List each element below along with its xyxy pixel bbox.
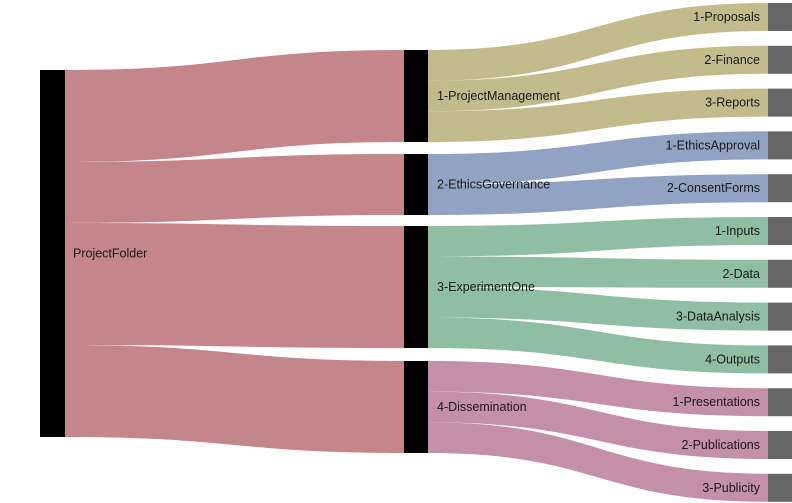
link-4-dissemination-3-publicity [428,422,768,502]
link-3-experimentone-1-inputs [428,217,768,257]
leaf-node-1-projectmanagement-2-finance [768,45,792,74]
leaf-label-1-projectmanagement-1-proposals: 1-Proposals [693,10,760,24]
link-2-ethicsgovernance-1-ethicsapproval [428,131,768,185]
link-3-experimentone-2-data [428,256,768,288]
leaf-node-3-experimentone-1-inputs [768,217,792,245]
leaf-node-4-dissemination-3-publicity [768,473,792,502]
node-label-2-ethicsgovernance: 2-EthicsGovernance [437,178,550,192]
leaf-node-3-experimentone-2-data [768,259,792,288]
leaf-label-3-experimentone-4-outputs: 4-Outputs [705,352,760,366]
node-2-ethicsgovernance [404,154,428,215]
leaf-label-3-experimentone-1-inputs: 1-Inputs [715,224,760,238]
leaf-node-3-experimentone-4-outputs [768,345,792,374]
leaf-label-2-ethicsgovernance-1-ethicsapproval: 1-EthicsApproval [666,138,761,152]
node-3-experimentone [404,226,428,348]
leaf-label-2-ethicsgovernance-2-consentforms: 2-ConsentForms [667,181,760,195]
link-4-dissemination-2-publications [428,391,768,459]
link-root-3-experimentone [65,223,404,348]
node-label-1-projectmanagement: 1-ProjectManagement [437,89,561,103]
leaf-node-1-projectmanagement-3-reports [768,88,792,117]
link-root-1-projectmanagement [65,50,404,162]
leaf-label-4-dissemination-3-publicity: 3-Publicity [702,481,760,495]
leaf-node-2-ethicsgovernance-1-ethicsapproval [768,131,792,160]
node-1-projectmanagement [404,50,428,142]
leaf-node-3-experimentone-3-dataanalysis [768,302,792,331]
leaf-node-4-dissemination-2-publications [768,431,792,459]
sankey-nodes [40,3,792,502]
leaf-label-1-projectmanagement-3-reports: 3-Reports [705,96,760,110]
node-label-4-dissemination: 4-Dissemination [437,400,527,414]
link-root-4-dissemination [65,345,404,453]
link-4-dissemination-1-presentations [428,361,768,417]
link-root-2-ethicsgovernance [65,154,404,223]
link-1-projectmanagement-1-proposals [428,3,768,81]
node-label-root: ProjectFolder [73,247,147,261]
leaf-node-1-projectmanagement-1-proposals [768,3,792,31]
link-1-projectmanagement-2-finance [428,45,768,112]
node-root [40,70,65,437]
sankey-links [65,3,768,502]
leaf-node-2-ethicsgovernance-2-consentforms [768,174,792,203]
leaf-label-4-dissemination-1-presentations: 1-Presentations [672,395,760,409]
sankey-labels: ProjectFolder 1-ProjectManagement 2-Ethics… [73,10,761,495]
node-label-3-experimentone: 3-ExperimentOne [437,280,535,294]
link-1-projectmanagement-3-reports [428,88,768,142]
leaf-label-3-experimentone-2-data: 2-Data [722,267,760,281]
leaf-label-1-projectmanagement-2-finance: 2-Finance [704,53,760,67]
leaf-node-4-dissemination-1-presentations [768,388,792,417]
link-3-experimentone-4-outputs [428,317,768,374]
link-3-experimentone-3-dataanalysis [428,287,768,331]
node-4-dissemination [404,361,428,453]
link-2-ethicsgovernance-2-consentforms [428,174,768,215]
leaf-label-4-dissemination-2-publications: 2-Publications [681,438,760,452]
leaf-label-3-experimentone-3-dataanalysis: 3-DataAnalysis [676,310,760,324]
